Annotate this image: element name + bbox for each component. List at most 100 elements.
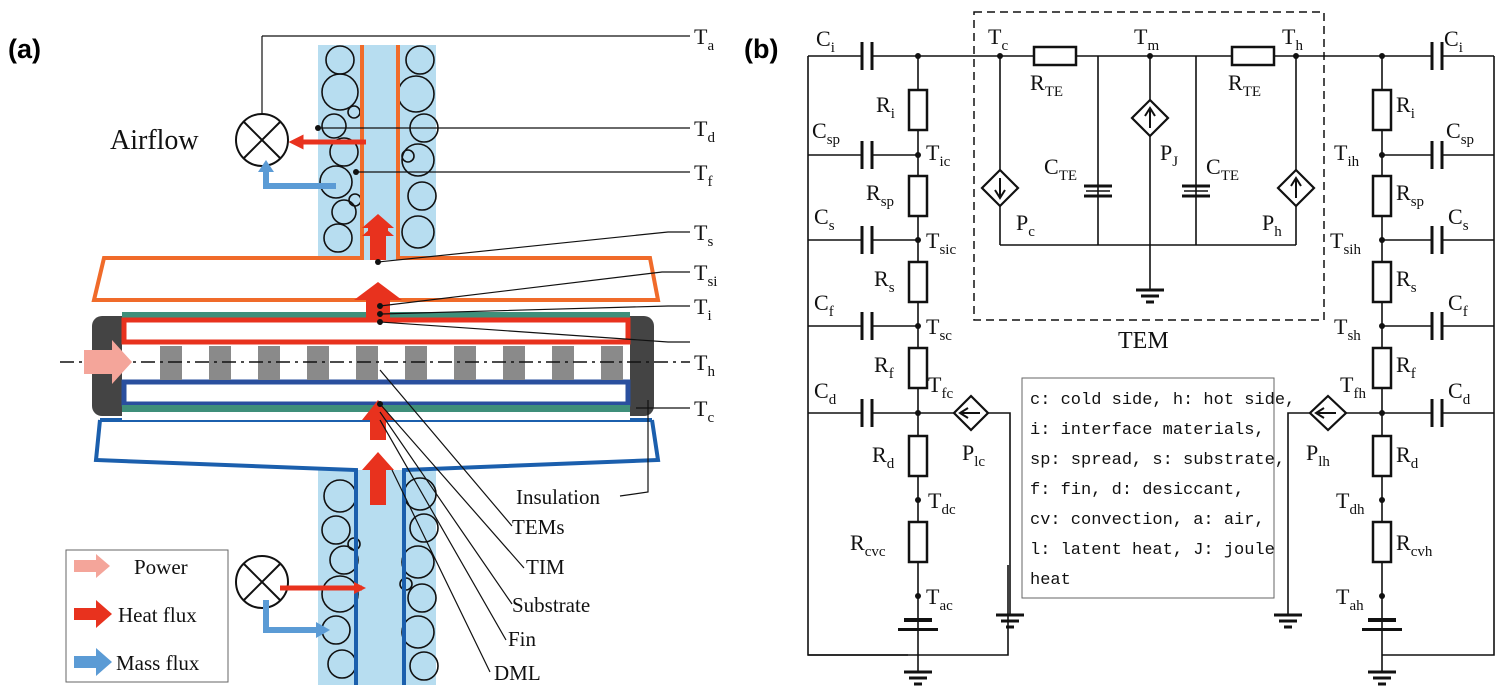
abbreviation-notes: c: cold side, h: hot side, i: interface …: [1021, 377, 1295, 599]
right-rf: Rf: [1396, 352, 1416, 382]
right-rsp: Rsp: [1396, 180, 1424, 210]
legend-heat-swatch: [74, 600, 112, 628]
right-tfh: Tfh: [1340, 372, 1366, 402]
layer-label-dml: DML: [494, 661, 541, 685]
tem-leg: [356, 346, 378, 380]
tem-leg: [307, 346, 329, 380]
left-chain-labels: Ci Csp Cs Cf Cd Ri Rsp Rs Rf Rd Rcvc Tic…: [812, 26, 985, 614]
left-rs: Rs: [874, 266, 895, 296]
desiccant-bead: [329, 137, 359, 167]
tem-rte-left: RTE: [1030, 70, 1063, 100]
note-line-1: c: cold side, h: hot side,: [1030, 391, 1295, 410]
tem-leg: [503, 346, 525, 380]
desiccant-bead: [321, 113, 347, 139]
right-tsh: Tsh: [1334, 314, 1361, 344]
temp-label-h: Th: [694, 350, 715, 380]
note-line-4: f: fin, d: desiccant,: [1030, 481, 1244, 500]
left-tsc: Tsc: [926, 314, 952, 344]
temp-label-c: Tc: [694, 396, 714, 426]
temp-label-f: Tf: [694, 160, 712, 190]
desiccant-bead: [407, 181, 437, 211]
tem-leg: [601, 346, 623, 380]
note-line-5: cv: convection, a: air,: [1030, 511, 1265, 530]
right-tdh: Tdh: [1336, 488, 1365, 518]
panel-a-label: (a): [8, 34, 41, 64]
legend-power: Power: [134, 555, 188, 579]
left-tfc: Tfc: [928, 372, 953, 402]
left-rd: Rd: [872, 442, 895, 472]
tem-cte-right: CTE: [1206, 154, 1239, 184]
desiccant-beads: [319, 45, 439, 681]
temp-label-s: Ts: [694, 220, 713, 250]
desiccant-bead: [331, 199, 357, 225]
desiccant-bead: [409, 513, 439, 543]
desiccant-bead: [321, 73, 359, 111]
right-cs: Cs: [1448, 204, 1469, 234]
left-ri: Ri: [876, 92, 895, 122]
right-ci: Ci: [1444, 26, 1463, 56]
panel-b: (b): [744, 11, 1495, 686]
note-line-3: sp: spread, s: substrate,: [1030, 451, 1285, 470]
left-csp: Csp: [812, 118, 840, 148]
note-line-2: i: interface materials,: [1030, 421, 1265, 440]
left-rcvc: Rcvc: [850, 530, 886, 560]
desiccant-bead: [401, 149, 415, 163]
tem-leg: [405, 346, 427, 380]
right-cd: Cd: [1448, 378, 1471, 408]
temp-label-i: Ti: [694, 294, 712, 324]
tem-box-label: TEM: [1118, 328, 1169, 354]
tem-tm: Tm: [1134, 24, 1159, 54]
temp-label-si: Tsi: [694, 260, 717, 290]
right-plh: Plh: [1306, 440, 1330, 470]
desiccant-bead: [323, 223, 353, 253]
tem-leg: [160, 346, 182, 380]
desiccant-bead: [409, 651, 439, 681]
right-cf: Cf: [1448, 290, 1468, 320]
left-tsic: Tsic: [926, 228, 956, 258]
desiccant-bead: [405, 45, 435, 75]
heat-flux-arrow-bottom: [362, 452, 394, 505]
right-csp: Csp: [1446, 118, 1474, 148]
layer-label-tim: TIM: [526, 555, 565, 579]
cold-substrate: [121, 379, 631, 407]
left-plc: Plc: [962, 440, 985, 470]
left-tdc: Tdc: [928, 488, 956, 518]
note-line-6: l: latent heat, J: joule: [1030, 541, 1275, 560]
tem-box: [973, 11, 1325, 321]
left-cs: Cs: [814, 204, 835, 234]
right-rs: Rs: [1396, 266, 1417, 296]
airflow-label: Airflow: [110, 125, 199, 156]
capacitors: [860, 42, 1444, 427]
tem-leg: [209, 346, 231, 380]
legend: Power Heat flux Mass flux: [65, 549, 229, 683]
resistors: [907, 45, 1393, 564]
panel-a: (a) A: [8, 24, 717, 685]
desiccant-bead: [401, 215, 435, 249]
legend-mass-swatch: [74, 648, 112, 676]
cold-side-channel: [93, 419, 661, 685]
desiccant-bead: [407, 583, 437, 613]
note-line-7: heat: [1030, 571, 1071, 590]
panel-b-label: (b): [744, 34, 778, 64]
temperature-leaders: [315, 125, 690, 673]
left-tic: Tic: [926, 140, 951, 170]
circuit-wires: [807, 55, 1495, 656]
legend-heat-flux: Heat flux: [118, 603, 197, 627]
right-rcvh: Rcvh: [1396, 530, 1433, 560]
tem-leg: [454, 346, 476, 380]
tem-ph: Ph: [1262, 210, 1282, 240]
desiccant-bead: [321, 515, 351, 545]
right-tsih: Tsih: [1330, 228, 1361, 258]
right-chain-labels: Ci Csp Cs Cf Cd Ri Rsp Rs Rf Rd Rcvh Tih…: [1306, 26, 1474, 614]
tem-legs: [160, 346, 623, 380]
heat-flux-arrow-stack: [354, 282, 402, 318]
desiccant-bead: [401, 143, 435, 177]
desiccant-bead: [319, 165, 353, 199]
layer-label-insulation: Insulation: [516, 485, 600, 509]
temp-label-d: Td: [694, 116, 715, 146]
legend-mass-flux: Mass flux: [116, 651, 200, 675]
tem-th: Th: [1282, 24, 1303, 54]
legend-power-swatch: [74, 554, 110, 578]
layer-label-fin: Fin: [508, 627, 537, 651]
